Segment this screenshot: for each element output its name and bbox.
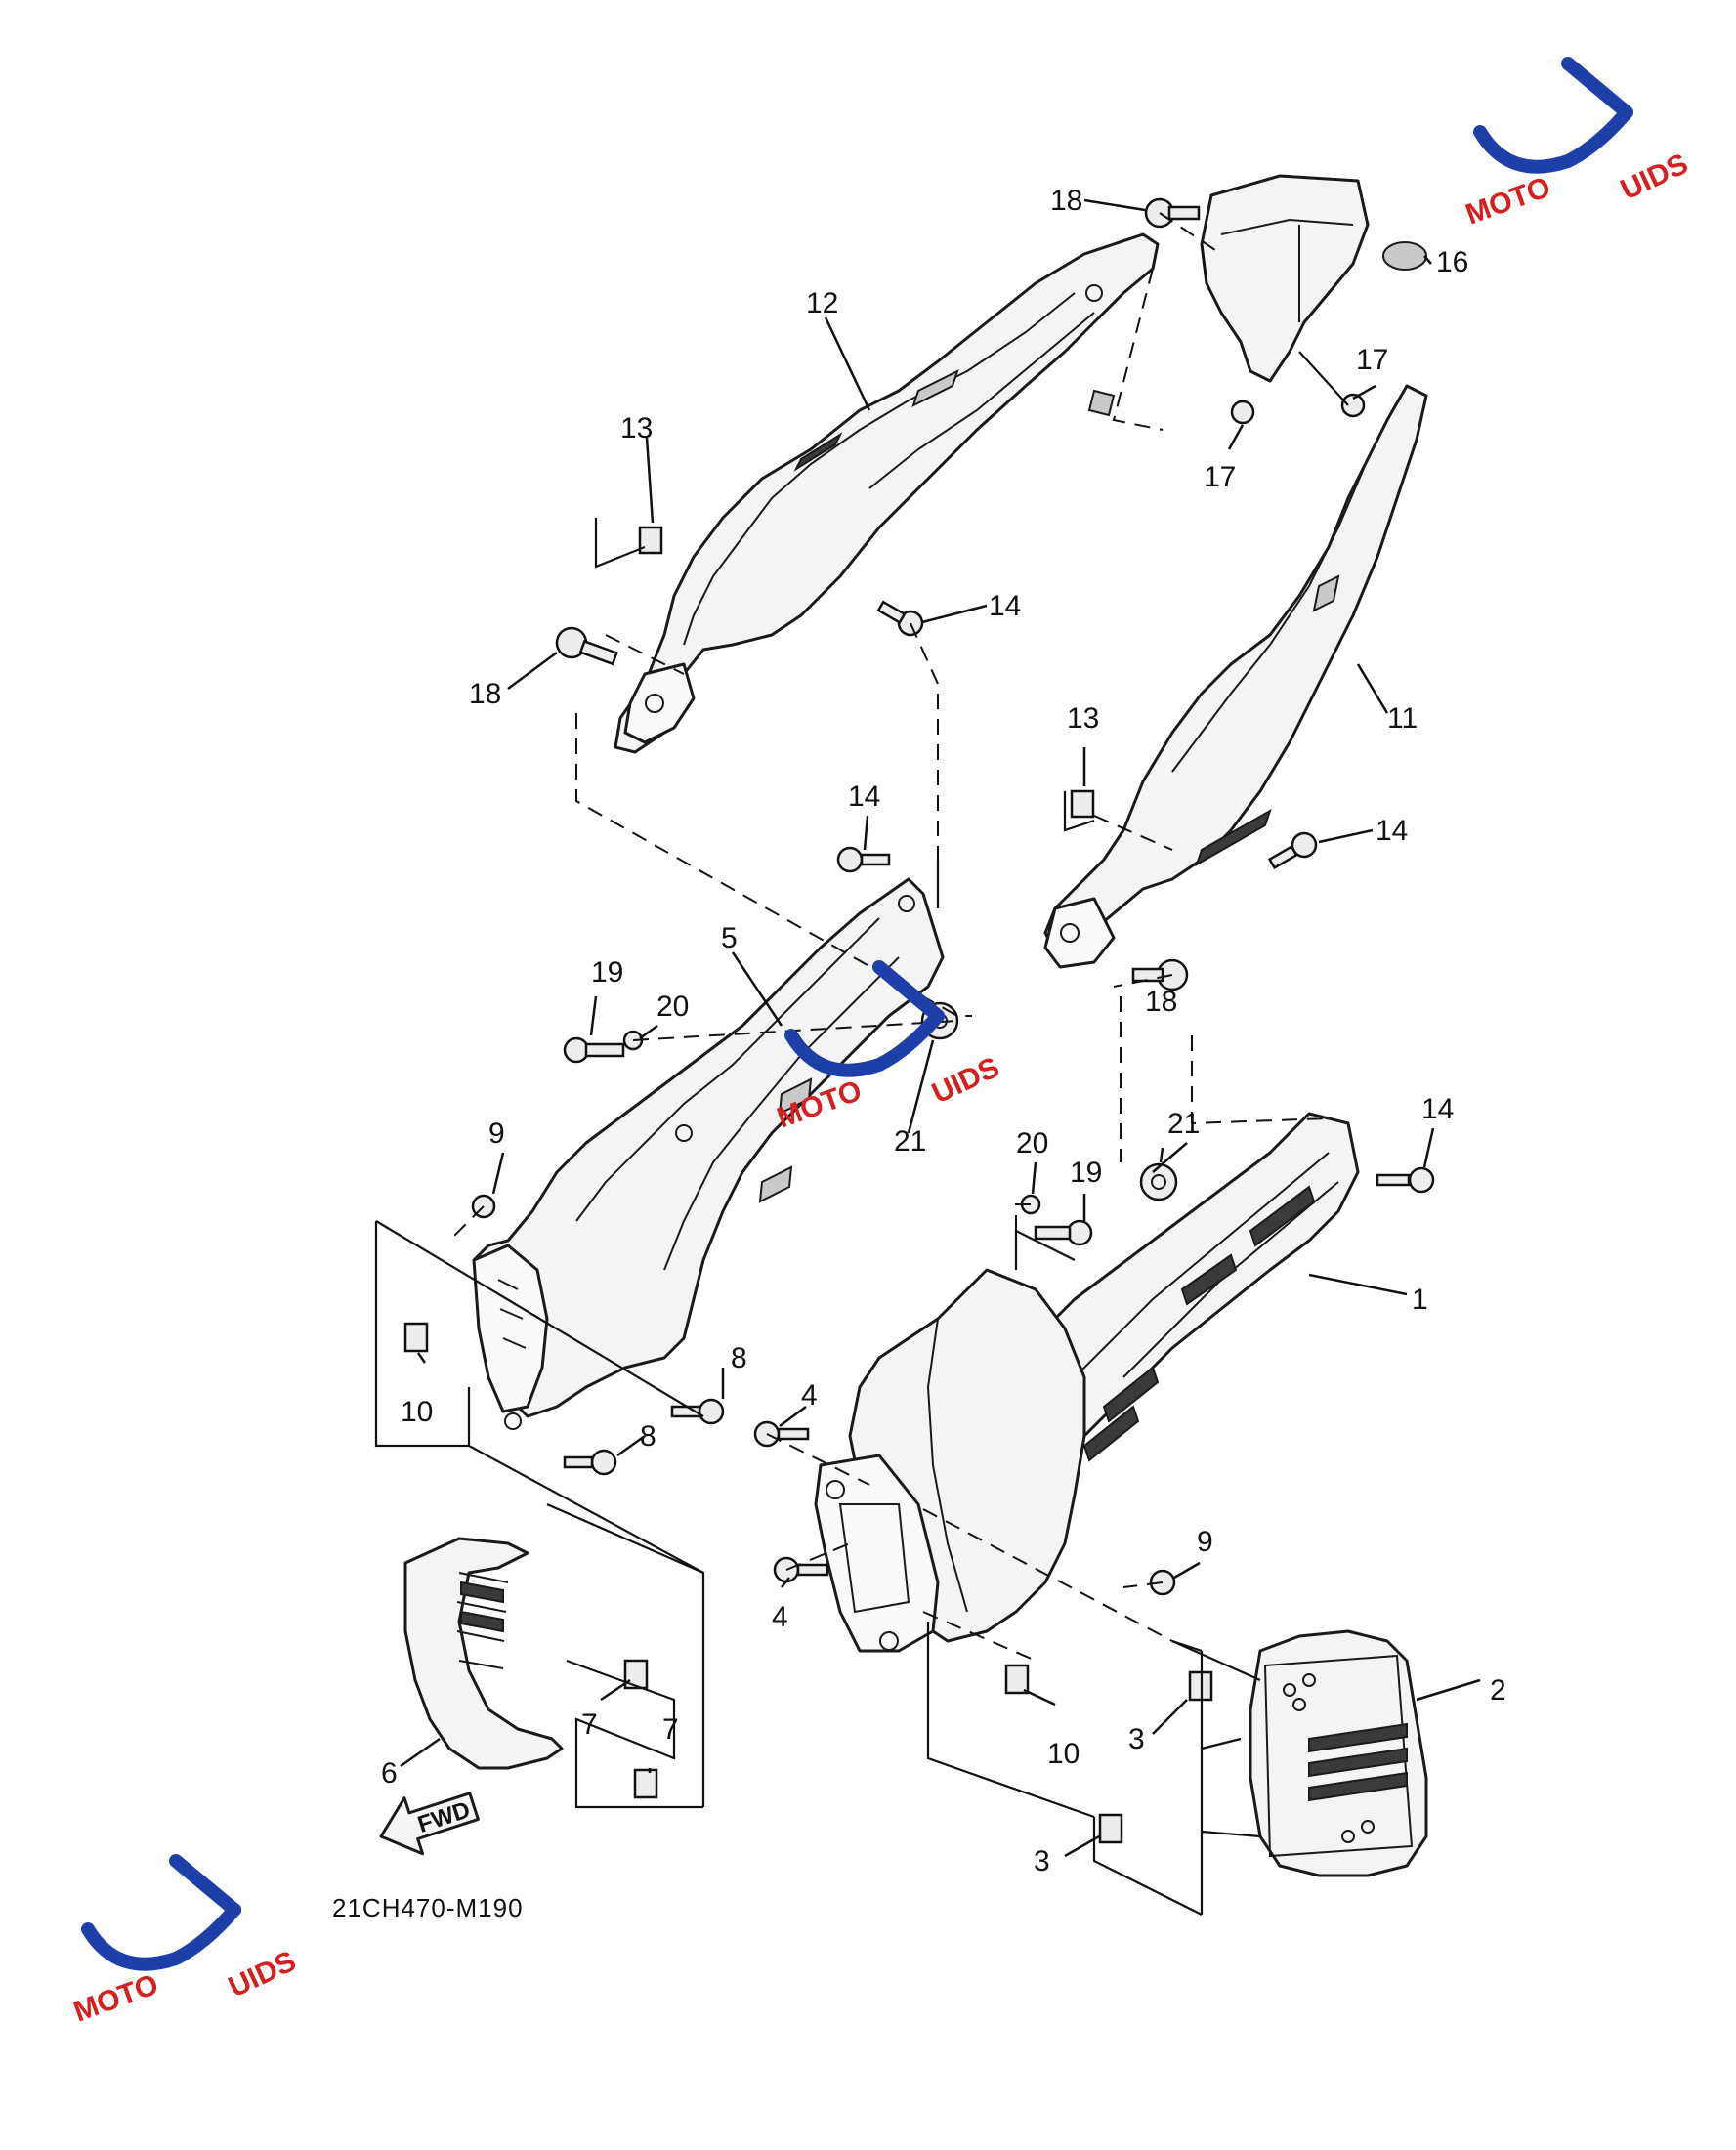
callout-21-left: 21 xyxy=(894,1125,926,1158)
logo-wordmark-suffix-center: UIDS xyxy=(927,1051,1004,1110)
logo-wordmark-bottom: MOTO xyxy=(69,1968,162,2029)
callout-19-right: 19 xyxy=(1070,1157,1102,1189)
part-2-tail-cover xyxy=(1249,1629,1428,1877)
callout-14-upper: 14 xyxy=(989,590,1021,622)
callout-14-right: 14 xyxy=(1376,815,1408,847)
callout-8-upper: 8 xyxy=(731,1342,747,1374)
callout-10-left: 10 xyxy=(401,1396,433,1428)
callout-17-left: 17 xyxy=(1204,461,1236,493)
callout-4-lower: 4 xyxy=(772,1601,788,1633)
callout-18-left: 18 xyxy=(469,678,501,710)
watermark-logo-bottom-left: MOTO UIDS xyxy=(69,1854,301,2029)
callout-5: 5 xyxy=(721,922,738,954)
logo-wordmark-suffix: UIDS xyxy=(1616,148,1693,206)
callout-9-left: 9 xyxy=(488,1117,505,1150)
callout-6: 6 xyxy=(381,1757,398,1790)
callout-14-lower: 14 xyxy=(1421,1093,1454,1125)
part-front-lower-panel xyxy=(814,1268,1086,1653)
figure-code: 21CH470-M190 xyxy=(332,1893,524,1922)
callout-labels: 18 12 16 17 17 14 13 18 11 13 14 14 5 19… xyxy=(381,185,1506,1877)
callout-16: 16 xyxy=(1436,246,1468,278)
part-12-side-cover-upper xyxy=(614,232,1160,754)
callout-19-left: 19 xyxy=(591,956,623,989)
callout-3-upper: 3 xyxy=(1128,1723,1145,1755)
callout-18-top: 18 xyxy=(1050,185,1082,217)
watermark-logo-top-right: MOTO UIDS xyxy=(1461,57,1693,232)
part-5-inner-panel xyxy=(472,877,945,1430)
part-11-side-cover-right xyxy=(1043,384,1428,969)
fwd-label: FWD xyxy=(414,1796,473,1838)
callout-14-mid: 14 xyxy=(848,780,880,813)
callout-21-right: 21 xyxy=(1167,1108,1200,1140)
logo-wordmark-suffix-bottom: UIDS xyxy=(224,1945,301,2003)
part-16-tail-cap xyxy=(1200,174,1427,383)
callout-12: 12 xyxy=(806,287,838,319)
callout-20-left: 20 xyxy=(656,991,689,1023)
callout-7-upper: 7 xyxy=(581,1708,598,1741)
alignment-lines xyxy=(448,212,1330,1662)
callout-13-left: 13 xyxy=(620,412,653,444)
callout-17-right: 17 xyxy=(1356,344,1388,376)
fwd-arrow: FWD xyxy=(379,1792,480,1856)
callout-18-mid: 18 xyxy=(1145,986,1177,1018)
assembly-brackets xyxy=(374,243,1349,1916)
callout-11: 11 xyxy=(1387,702,1418,735)
logo-wordmark: MOTO xyxy=(1461,171,1554,232)
leader-lines xyxy=(400,198,1481,1858)
callout-13-right: 13 xyxy=(1067,702,1099,735)
callout-2: 2 xyxy=(1490,1674,1506,1707)
callout-7-lower: 7 xyxy=(662,1713,679,1746)
callout-9-right: 9 xyxy=(1197,1526,1213,1558)
callout-4-upper: 4 xyxy=(801,1379,818,1412)
callout-1: 1 xyxy=(1412,1284,1428,1316)
part-6-grille-cover xyxy=(403,1537,564,1770)
callout-10-right: 10 xyxy=(1047,1738,1080,1770)
fasteners xyxy=(403,197,1435,1844)
callout-8-lower: 8 xyxy=(640,1420,656,1453)
callout-20-right: 20 xyxy=(1016,1127,1048,1159)
callout-3-lower: 3 xyxy=(1034,1845,1050,1877)
